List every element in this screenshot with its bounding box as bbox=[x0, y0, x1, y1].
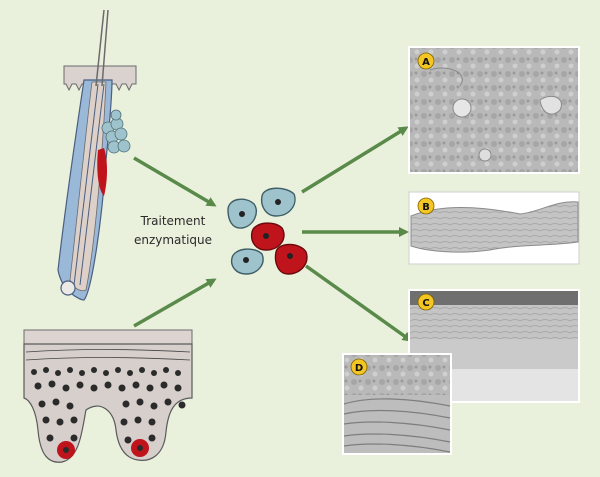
arrow-epidermis-to-cells bbox=[133, 278, 217, 328]
arrow-cells-to-panel-c bbox=[304, 264, 413, 342]
dissociated-cells bbox=[227, 187, 308, 275]
panel-d-label: D bbox=[355, 363, 363, 374]
panel-d: D bbox=[342, 353, 452, 455]
caption-line-1: Traitement bbox=[140, 214, 206, 228]
hair-follicle-illustration bbox=[57, 9, 137, 301]
panel-c: C bbox=[408, 289, 580, 403]
enzymatic-treatment-caption: Traitement enzymatique bbox=[118, 212, 228, 250]
arrow-follicle-to-cells bbox=[133, 156, 217, 207]
panel-a-label: A bbox=[422, 57, 430, 68]
epidermis-illustration bbox=[23, 329, 193, 463]
panel-c-label: C bbox=[422, 298, 429, 309]
panel-b-label: B bbox=[422, 202, 430, 213]
panel-a: A bbox=[408, 46, 580, 174]
caption-line-2: enzymatique bbox=[133, 233, 213, 247]
output-arrows bbox=[301, 126, 413, 342]
input-arrows bbox=[133, 156, 217, 328]
arrow-cells-to-panel-a bbox=[301, 126, 409, 194]
panel-b: B bbox=[408, 191, 580, 265]
